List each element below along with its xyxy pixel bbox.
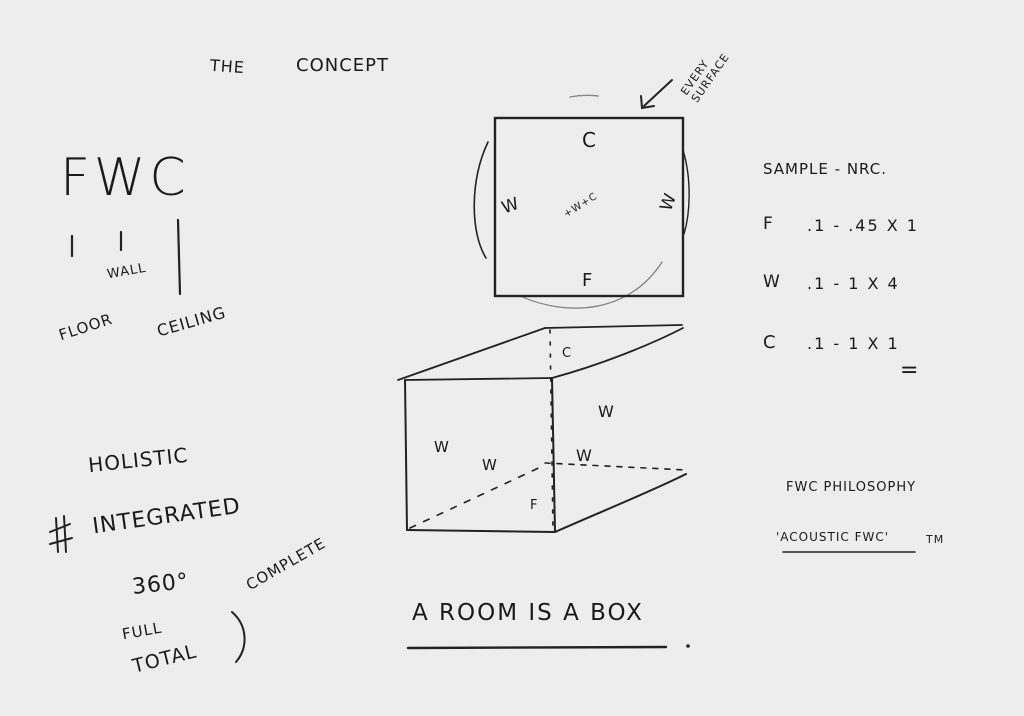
sample-header: SAMPLE - NRC. (763, 160, 887, 178)
box-w-left-label: W (434, 438, 450, 456)
caption: A ROOM IS A BOX (412, 600, 644, 626)
box-w-right-label: W (598, 402, 615, 421)
box-right-bottom-edge (554, 473, 687, 533)
circle-arc-top (569, 94, 599, 98)
fwc-letters: FWC (60, 148, 190, 208)
caption-dot (686, 644, 690, 648)
box-c-label: C (562, 346, 573, 361)
annotation-arrow-shaft (643, 79, 673, 107)
box-floor-diagonal-dashed (409, 464, 546, 529)
box-back-right-top (544, 324, 683, 329)
box-front-top-edge (404, 377, 553, 381)
box-back-top-edge (397, 327, 546, 381)
box-front-bottom-edge (406, 529, 556, 533)
sample-row-value: .1 - .45 x 1 (807, 216, 919, 235)
circle-arc-right (682, 149, 690, 235)
trademark-label: TM (926, 533, 945, 546)
title-concept: CONCEPT (296, 55, 389, 76)
sample-row-value: .1 - 1 x 4 (807, 274, 900, 293)
top-f-label: F (582, 270, 594, 291)
annotation-arrow-head (640, 95, 655, 110)
sample-row-label: C (763, 332, 777, 353)
circle-arc-left (473, 141, 489, 259)
circle-arc-bottom (519, 261, 663, 309)
box-right-top-edge (551, 327, 684, 379)
sample-equals: = (900, 358, 920, 383)
philosophy-heading: FWC PHILOSOPHY (786, 480, 917, 495)
box-w-middle-label: W (482, 456, 498, 474)
brand-name: 'ACOUSTIC FWC' (776, 530, 890, 544)
box-right-vertical (551, 377, 556, 533)
top-square (493, 116, 685, 298)
top-c-label: C (582, 128, 597, 152)
box-floor-back-dashed (544, 462, 687, 471)
bracket (231, 611, 246, 663)
crossed-asterisk (49, 515, 73, 553)
box-w-back-label: W (576, 446, 593, 465)
box-f-label: F (530, 498, 539, 513)
title-the: THE (209, 55, 246, 78)
ceiling-tick (176, 218, 182, 296)
sample-row-label: F (763, 214, 774, 234)
caption-underline (406, 645, 668, 650)
sample-row-value: .1 - 1 x 1 (807, 334, 900, 353)
sample-row-label: W (763, 272, 781, 292)
box-front-left-edge (404, 379, 408, 531)
